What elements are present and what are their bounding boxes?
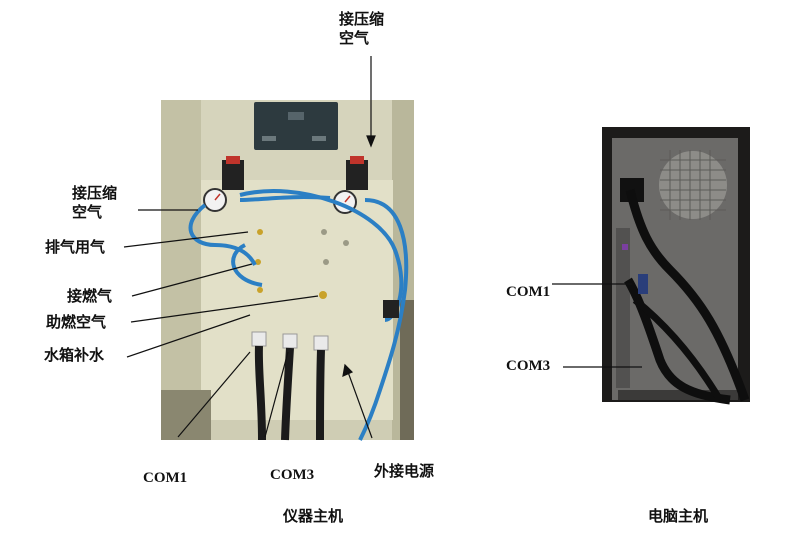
label-computer-com1: COM1 (506, 284, 551, 300)
label-instrument-com1: COM1 (143, 470, 188, 486)
label-top-compressed-air: 接压缩 空气 (339, 10, 385, 47)
label-external-power: 外接电源 (374, 462, 435, 480)
pointer-lines (123, 56, 642, 439)
label-side-compressed-air: 接压缩 空气 (72, 184, 118, 221)
caption-instrument-host: 仪器主机 (283, 507, 344, 525)
label-computer-com3: COM3 (506, 358, 551, 374)
label-instrument-com3: COM3 (270, 467, 315, 483)
instrument-photo (161, 100, 414, 441)
caption-computer-host: 电脑主机 (648, 507, 709, 525)
label-fuel-gas: 接燃气 (67, 287, 113, 305)
computer-photo (602, 127, 750, 405)
label-water-refill: 水箱补水 (44, 346, 105, 364)
label-combustion-air: 助燃空气 (46, 313, 107, 331)
regulator-left (203, 156, 244, 212)
label-exhaust-gas: 排气用气 (45, 238, 106, 256)
